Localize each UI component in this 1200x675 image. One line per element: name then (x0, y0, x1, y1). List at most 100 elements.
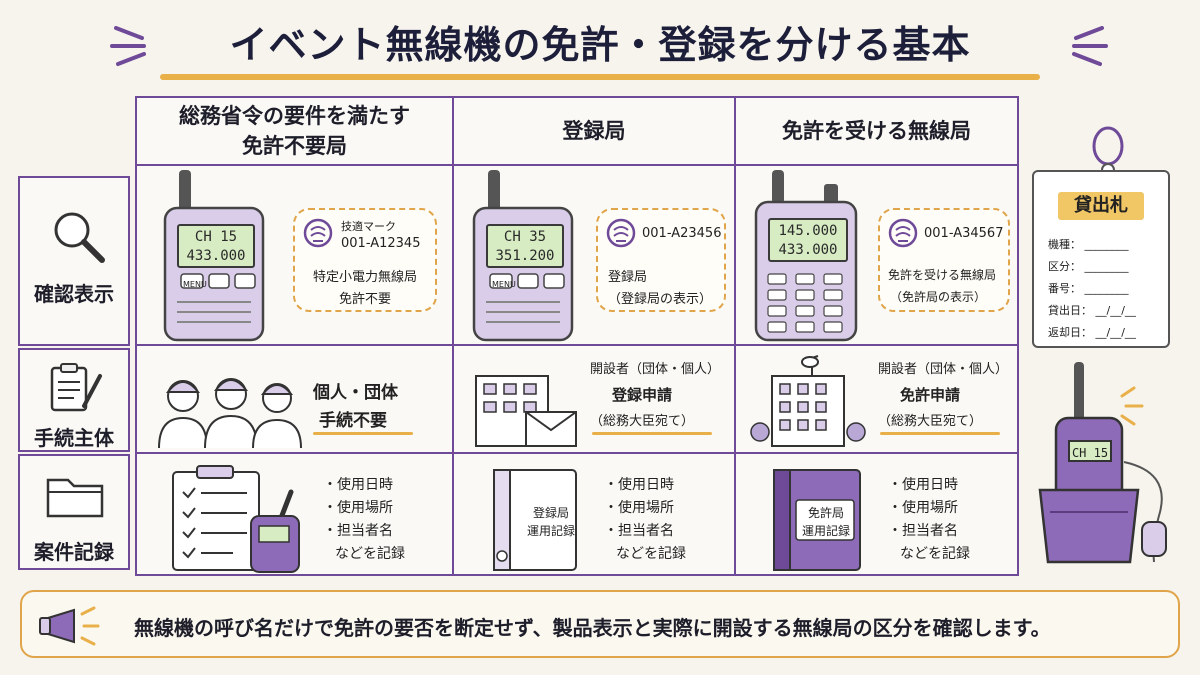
people-group-icon (158, 378, 302, 449)
cell-records-registered: 登録局 運用記録 ・使用日時 ・使用場所 ・担当者名 などを記録 (452, 452, 736, 576)
cell-display-unlicensed: CH 15 433.000 MENU 技適マーク 001-A12345 特定小電… (135, 164, 454, 346)
procedure-subject: 開設者（団体・個人） (878, 362, 1009, 377)
procedure-subject: 個人・団体 (313, 383, 398, 403)
registration-code: 001-A23456 (642, 226, 722, 241)
column-header-line: 総務省令の要件を満たす (179, 104, 410, 128)
row-label-text: 確認表示 (34, 282, 114, 306)
certification-code: 001-A12345 (341, 236, 421, 251)
label-callout: 001-A23456 登録局 （登録局の表示） (596, 208, 726, 312)
office-building-antenna-icon (750, 355, 866, 447)
radio-lcd-screen: 145.000 433.000 (768, 218, 848, 262)
binder-label: 運用記録 (526, 524, 575, 538)
record-item: などを記録 (900, 546, 970, 562)
folder-icon (46, 478, 104, 518)
tag-field: 返却日： __/__/__ (1048, 324, 1136, 340)
station-type: 特定小電力無線局 (312, 270, 417, 285)
cell-procedure-licensed: 開設者（団体・個人） 免許申請 （総務大臣宛て） (734, 344, 1019, 454)
record-item: ・使用場所 (323, 500, 393, 516)
giteki-mark-icon (606, 218, 636, 248)
station-type: 登録局 (608, 270, 648, 285)
sparkle-right-icon (1072, 26, 1108, 66)
radio-charger-icon (1038, 362, 1167, 564)
record-items: ・使用日時 ・使用場所 ・担当者名 などを記録 (888, 474, 970, 566)
binder-icon (493, 469, 577, 571)
binder-label: 運用記録 (801, 524, 850, 538)
record-item: ・使用日時 (323, 477, 393, 493)
row-label-text: 手続主体 (34, 426, 114, 450)
record-item: などを記録 (335, 546, 405, 562)
cell-procedure-registered: 開設者（団体・個人） 登録申請 （総務大臣宛て） (452, 344, 736, 454)
highlight-underline (592, 432, 712, 435)
station-note: （免許局の表示） (890, 290, 987, 304)
cell-display-registered: CH 35 351.200 MENU 001-A23456 登録局 （登録局の表… (452, 164, 736, 346)
record-item: ・使用場所 (888, 500, 958, 516)
magnifier-icon (54, 212, 105, 263)
title-underline (160, 74, 1040, 80)
megaphone-icon (39, 606, 100, 646)
procedure-type: 登録申請 (612, 386, 673, 404)
lcd-line: 145.000 (778, 223, 838, 239)
procedure-recipient: （総務大臣宛て） (590, 414, 695, 429)
procedure-subject: 開設者（団体・個人） (590, 362, 721, 377)
record-items: ・使用日時 ・使用場所 ・担当者名 などを記録 (323, 474, 405, 566)
office-building-mail-icon (475, 375, 577, 447)
cell-display-licensed: 145.000 433.000 001-A34567 免許を受ける無線局 （免許… (734, 164, 1019, 346)
row-label-procedure: 手続主体 (18, 348, 130, 452)
station-note: （登録局の表示） (608, 292, 713, 307)
sparkle-left-icon (110, 26, 146, 66)
mark-label: 技適マーク (341, 220, 396, 233)
lcd-line: 351.200 (495, 248, 555, 264)
record-item: ・使用日時 (888, 477, 958, 493)
binder-label: 免許局 (807, 506, 844, 520)
station-type: 免許を受ける無線局 (888, 268, 997, 282)
record-item: ・担当者名 (604, 523, 674, 539)
column-header-line: 免許を受ける無線局 (782, 119, 971, 143)
column-header-line: 登録局 (562, 119, 626, 143)
station-note: 免許不要 (338, 292, 391, 307)
column-header-line: 免許不要局 (242, 134, 347, 158)
record-item: ・担当者名 (323, 523, 393, 539)
tag-date-blank: __/__/__ (1095, 304, 1136, 317)
procedure-recipient: （総務大臣宛て） (878, 414, 983, 429)
radio-lcd-screen: CH 35 351.200 (486, 224, 564, 268)
tag-field-label: 機種： (1048, 238, 1081, 251)
row-label-records: 案件記録 (18, 454, 130, 570)
highlight-underline (880, 432, 1000, 435)
lcd-line: CH 35 (503, 229, 547, 245)
record-item: ・担当者名 (888, 523, 958, 539)
footer-banner: 無線機の呼び名だけで免許の要否を断定せず、製品表示と実際に開設する無線局の区分を… (20, 590, 1180, 658)
tag-field: 区分： ________ (1048, 260, 1129, 273)
lending-tag: 貸出札 機種： ________ 区分： ________ 番号： ______… (1032, 170, 1170, 348)
tag-field-label: 貸出日： (1048, 304, 1092, 317)
column-header-registered: 登録局 (452, 96, 736, 166)
giteki-mark-icon (303, 218, 333, 248)
footer-message: 無線機の呼び名だけで免許の要否を断定せず、製品表示と実際に開設する無線局の区分を… (134, 616, 1051, 640)
label-callout: 技適マーク 001-A12345 特定小電力無線局 免許不要 (293, 208, 437, 312)
record-item: ・使用日時 (604, 477, 674, 493)
lcd-line: 433.000 (186, 248, 246, 264)
license-code: 001-A34567 (924, 226, 1004, 241)
page-title: イベント無線機の免許・登録を分ける基本 (229, 23, 971, 67)
clipboard-pen-icon (50, 363, 102, 412)
charger-radio-lcd: CH 15 (1068, 440, 1112, 462)
menu-button-label: MENU (492, 280, 516, 289)
tag-field: 機種： ________ (1048, 238, 1129, 251)
row-label-text: 案件記録 (34, 540, 114, 564)
row-label-display: 確認表示 (18, 176, 130, 346)
highlight-underline (313, 432, 413, 435)
tag-title: 貸出札 (1058, 192, 1144, 220)
column-header-unlicensed: 総務省令の要件を満たす免許不要局 (135, 96, 454, 166)
record-item: ・使用場所 (604, 500, 674, 516)
lcd-line: CH 15 (194, 229, 238, 245)
cell-procedure-unlicensed: 個人・団体 手続不要 (135, 344, 454, 454)
column-header-licensed: 免許を受ける無線局 (734, 96, 1019, 166)
tag-date-blank: __/__/__ (1095, 326, 1136, 339)
procedure-type: 免許申請 (900, 386, 961, 404)
tag-field-label: 番号： (1048, 282, 1081, 295)
tag-field-label: 区分： (1048, 260, 1081, 273)
checklist-clipboard-icon (172, 465, 300, 573)
lcd-line: 433.000 (778, 242, 838, 258)
giteki-mark-icon (888, 218, 918, 248)
tag-field-label: 返却日： (1048, 326, 1092, 339)
